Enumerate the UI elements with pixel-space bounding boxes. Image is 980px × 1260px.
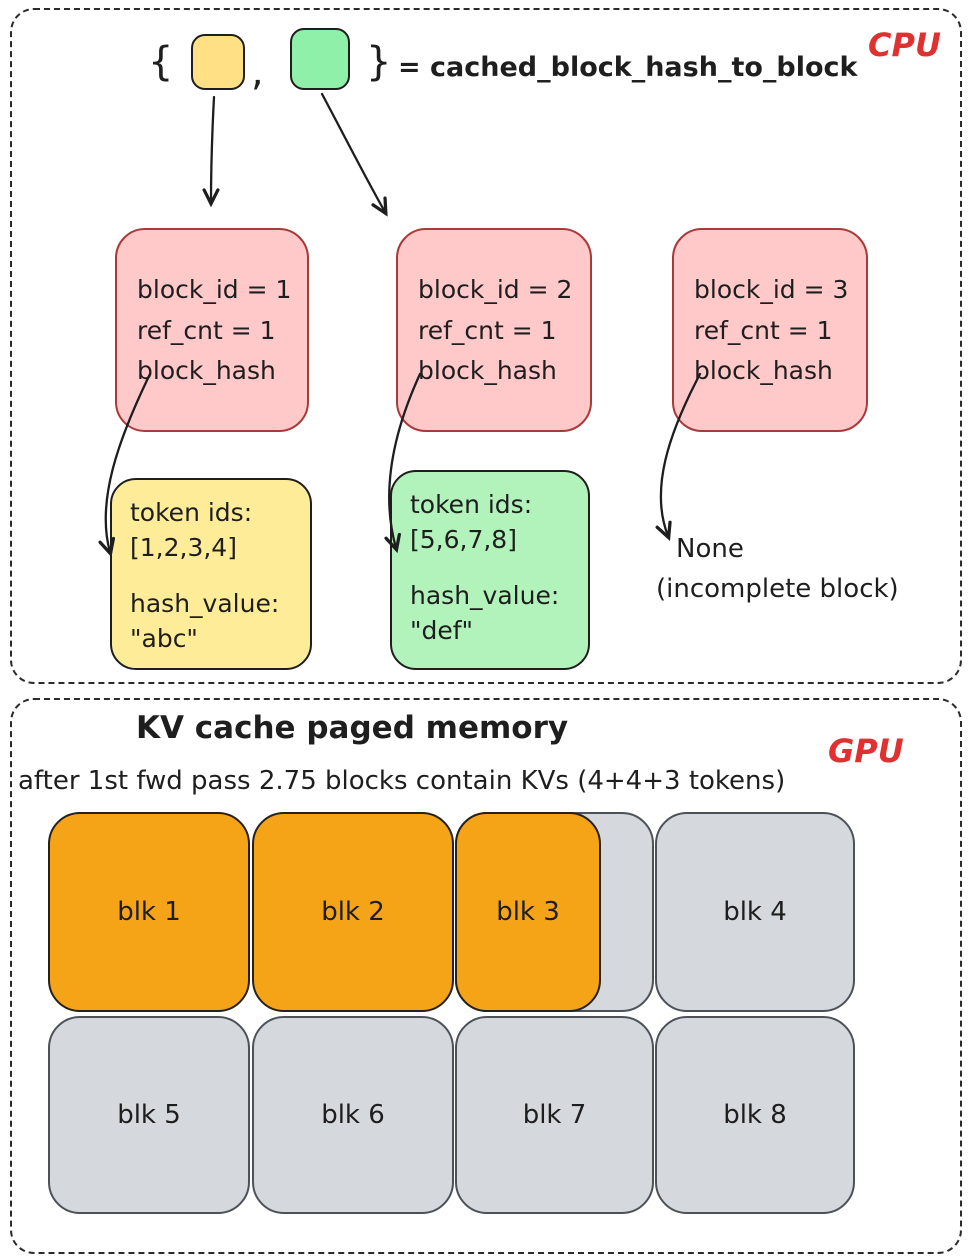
close-brace: } <box>366 39 392 85</box>
none-note-line2: (incomplete block) <box>656 574 899 604</box>
ref-cnt-line: ref_cnt = 1 <box>694 315 833 345</box>
hash-value: "def" <box>410 615 474 645</box>
gpu-block-7: blk 7 <box>455 1016 654 1214</box>
token-ids-label: token ids: <box>410 490 533 519</box>
block-meta-1: block_id = 1 ref_cnt = 1 block_hash <box>115 228 309 432</box>
gpu-block-6-label: blk 6 <box>321 1100 385 1130</box>
token-ids-label: token ids: <box>130 498 253 527</box>
hash-value: "abc" <box>130 623 198 653</box>
token-box-abc: token ids: [1,2,3,4] hash_value: "abc" <box>110 478 312 670</box>
block-id-line: block_id = 1 <box>137 275 292 304</box>
ref-cnt-line: ref_cnt = 1 <box>418 315 557 345</box>
yellow-key-square <box>191 34 245 90</box>
block-hash-line: block_hash <box>694 356 833 385</box>
gpu-block-5-label: blk 5 <box>117 1100 181 1130</box>
token-box-abc-text: token ids: [1,2,3,4] hash_value: "abc" <box>112 480 310 656</box>
gpu-block-7-label: blk 7 <box>522 1100 587 1130</box>
block-hash-line: block_hash <box>137 356 276 385</box>
hash-value-label: hash_value: <box>130 589 280 618</box>
token-box-def: token ids: [5,6,7,8] hash_value: "def" <box>390 470 590 670</box>
token-ids-value: [1,2,3,4] <box>130 532 237 562</box>
gpu-block-6: blk 6 <box>252 1016 454 1214</box>
token-box-def-text: token ids: [5,6,7,8] hash_value: "def" <box>392 472 588 648</box>
gpu-block-2-label: blk 2 <box>321 897 385 927</box>
hash-value-label: hash_value: <box>410 581 560 610</box>
gpu-section-title: KV cache paged memory <box>136 710 569 746</box>
gpu-block-3-label: blk 3 <box>496 897 560 927</box>
gpu-panel <box>10 698 962 1254</box>
gpu-block-3: blk 3 <box>455 812 601 1012</box>
gpu-block-8: blk 8 <box>655 1016 855 1214</box>
cpu-panel <box>10 8 962 684</box>
dict-assign-text: = cached_block_hash_to_block <box>398 52 858 83</box>
none-note-line1: None <box>676 534 744 564</box>
gpu-block-8-label: blk 8 <box>723 1100 787 1130</box>
gpu-block-4-label: blk 4 <box>723 897 787 927</box>
gpu-label: GPU <box>828 732 904 770</box>
comma: , <box>251 49 264 95</box>
gpu-block-5: blk 5 <box>48 1016 250 1214</box>
token-ids-value: [5,6,7,8] <box>410 524 517 554</box>
gpu-subtitle: after 1st fwd pass 2.75 blocks contain K… <box>18 766 786 796</box>
gpu-block-2: blk 2 <box>252 812 454 1012</box>
block-id-line: block_id = 2 <box>418 275 573 304</box>
block-id-line: block_id = 3 <box>694 275 849 304</box>
gpu-block-1: blk 1 <box>48 812 250 1012</box>
gpu-block-1-label: blk 1 <box>117 897 181 927</box>
block-meta-3: block_id = 3 ref_cnt = 1 block_hash <box>672 228 868 432</box>
block-meta-2: block_id = 2 ref_cnt = 1 block_hash <box>396 228 592 432</box>
block-meta-2-text: block_id = 2 ref_cnt = 1 block_hash <box>398 230 590 392</box>
open-brace: { <box>148 39 174 85</box>
cpu-label: CPU <box>868 26 941 64</box>
ref-cnt-line: ref_cnt = 1 <box>137 315 276 345</box>
block-meta-1-text: block_id = 1 ref_cnt = 1 block_hash <box>117 230 307 392</box>
block-meta-3-text: block_id = 3 ref_cnt = 1 block_hash <box>674 230 866 392</box>
block-hash-line: block_hash <box>418 356 557 385</box>
gpu-block-4: blk 4 <box>655 812 855 1012</box>
green-key-square <box>290 28 350 90</box>
